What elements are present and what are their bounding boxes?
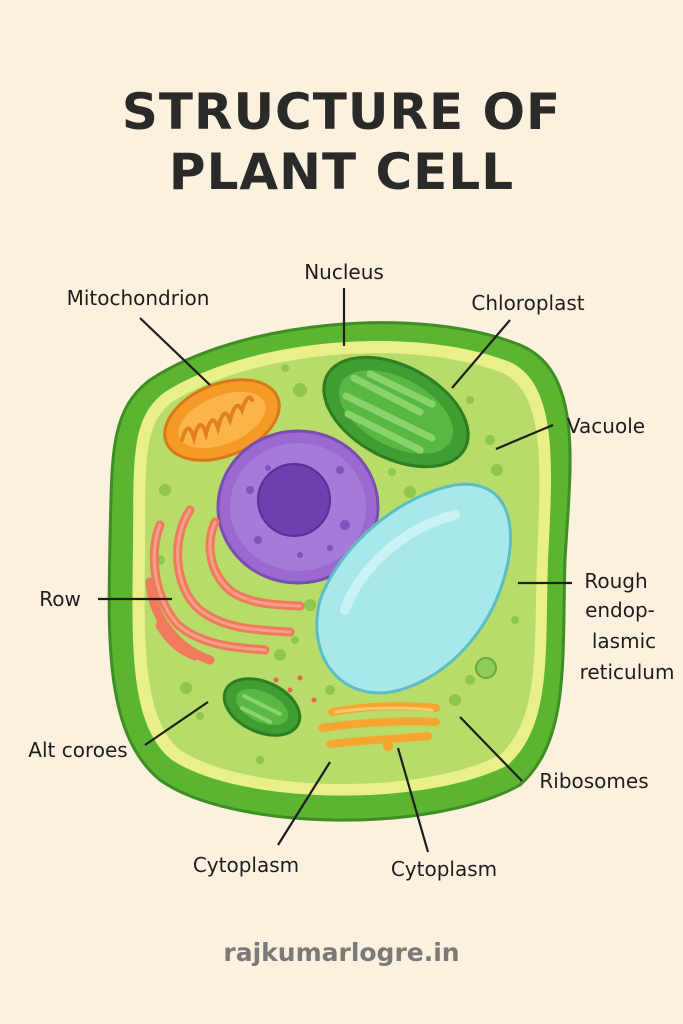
label-cytoplasm-right: Cytoplasm [391,857,497,881]
leader-lines [98,288,572,853]
label-rough-er-line-4: reticulum [580,660,675,684]
leader-ribosomes [459,716,523,782]
chloroplast [322,355,470,469]
footer-website: rajkumarlogre.in [223,938,460,967]
label-mitochondrion: Mitochondrion [67,286,210,310]
diagram-title: STRUCTURE OF PLANT CELL [0,82,683,202]
vacuole [315,482,513,695]
golgi-apparatus [318,702,440,751]
leader-cytoplasm-right [396,747,430,853]
labels: Nucleus Mitochondrion Chloroplast Vacuol… [28,260,674,881]
leader-alt-coroes [144,701,209,746]
leader-mitochondrion [139,317,211,386]
label-rough-er-line-2: endop- [585,598,655,622]
small-vesicle [475,657,497,679]
label-alt-coroes: Alt coroes [28,738,127,762]
label-vacuole: Vacuole [567,414,645,438]
label-row: Row [39,587,81,611]
leader-vacuole [495,423,554,451]
label-cytoplasm-left: Cytoplasm [193,853,299,877]
ribosome-dots [273,675,317,703]
endoplasmic-reticulum-inner [152,508,302,652]
leader-chloroplast [451,319,511,389]
nucleolus [257,463,331,537]
nucleus [216,429,380,585]
label-ribosomes: Ribosomes [539,769,648,793]
label-nucleus: Nucleus [304,260,384,284]
label-rough-er-line-3: lasmic [592,629,656,653]
label-chloroplast: Chloroplast [471,291,584,315]
small-chloroplast [222,677,302,737]
leader-cytoplasm-left [277,761,331,846]
mitochondrion [163,378,281,462]
label-rough-er-line-1: Rough [584,569,647,593]
title-line-1: STRUCTURE OF [121,83,562,141]
title-line-2: PLANT CELL [168,143,515,201]
